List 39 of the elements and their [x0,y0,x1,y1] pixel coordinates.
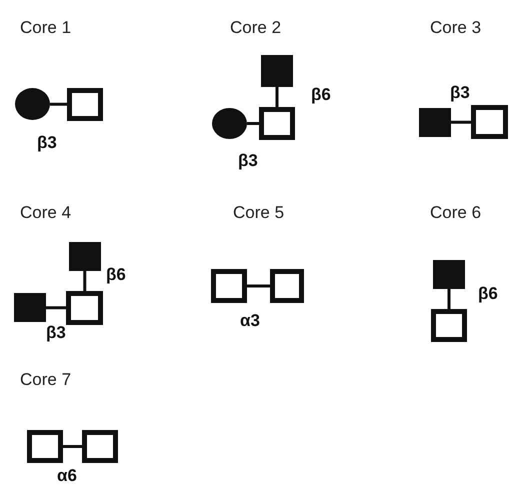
edge-label: β3 [238,151,258,171]
edge-label: β6 [311,85,331,105]
open-square-symbol [27,430,63,463]
core-heading: Core 5 [233,203,284,223]
core-heading: Core 1 [20,18,72,38]
linkage-line [247,284,270,288]
open-square-symbol [82,430,118,463]
open-square-symbol [66,291,103,325]
filled-square-symbol [261,55,293,87]
linkage-line [448,289,450,309]
core-heading: Core 2 [230,18,282,38]
linkage-line [451,120,471,124]
linkage-line [63,445,82,448]
linkage-line [276,87,278,107]
edge-label: β3 [450,83,470,103]
filled-circle-symbol [212,108,247,139]
open-square-symbol [471,105,508,139]
edge-label: β3 [37,133,57,153]
open-square-symbol [259,107,295,140]
core-heading: Core 6 [430,203,482,223]
filled-square-symbol [419,108,451,137]
edge-label: β6 [106,265,126,285]
filled-square-symbol [14,293,46,322]
filled-square-symbol [433,260,465,289]
core-heading: Core 4 [20,203,72,223]
core-heading: Core 7 [20,370,72,390]
filled-square-symbol [69,242,101,271]
linkage-line [83,271,86,291]
linkage-line [247,122,259,125]
linkage-line [50,102,67,106]
open-square-symbol [211,269,247,303]
core-heading: Core 3 [430,18,482,38]
open-square-symbol [67,88,103,121]
linkage-line [46,306,66,310]
open-square-symbol [431,309,467,342]
edge-label: β3 [46,323,66,343]
filled-circle-symbol [15,88,50,120]
edge-label: β6 [478,284,498,304]
open-square-symbol [270,269,304,303]
